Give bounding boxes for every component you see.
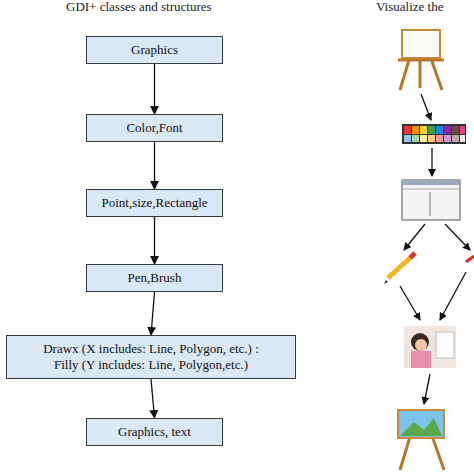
box-text: Drawx (X includes: Line, Polygon, etc.) … (43, 341, 259, 357)
process-box: Graphics (86, 36, 223, 64)
box-text: Graphics (131, 42, 178, 58)
box-text: Color,Font (126, 120, 182, 136)
illustration-arrow (400, 94, 470, 404)
process-box: Graphics, text (86, 418, 223, 446)
box-text: Pen,Brush (128, 270, 182, 286)
flow-arrow (154, 142, 155, 189)
process-box: Pen,Brush (86, 264, 223, 292)
easel-icon (398, 30, 444, 90)
box-text: Filly (Y includes: Line, Polygon,etc.) (54, 357, 248, 373)
window-screenshot-icon (402, 180, 460, 220)
flow-arrow (154, 217, 155, 264)
color-palette-icon (402, 124, 466, 144)
box-text: Point,size,Rectangle (101, 195, 207, 211)
column-header: GDI+ classes and structures (66, 0, 212, 15)
pencil-icon (384, 253, 415, 284)
flow-arrow (151, 379, 155, 418)
column-header: Visualize the (376, 0, 443, 15)
easel-painting-icon (398, 410, 444, 470)
process-box: Color,Font (86, 114, 223, 142)
box-text: Graphics, text (118, 424, 191, 440)
flow-arrow (151, 292, 155, 335)
brush-icon (466, 256, 474, 262)
process-box: Drawx (X includes: Line, Polygon, etc.) … (6, 335, 296, 379)
flow-arrow (154, 64, 155, 114)
child-painting-icon (404, 326, 456, 368)
process-box: Point,size,Rectangle (86, 189, 223, 217)
